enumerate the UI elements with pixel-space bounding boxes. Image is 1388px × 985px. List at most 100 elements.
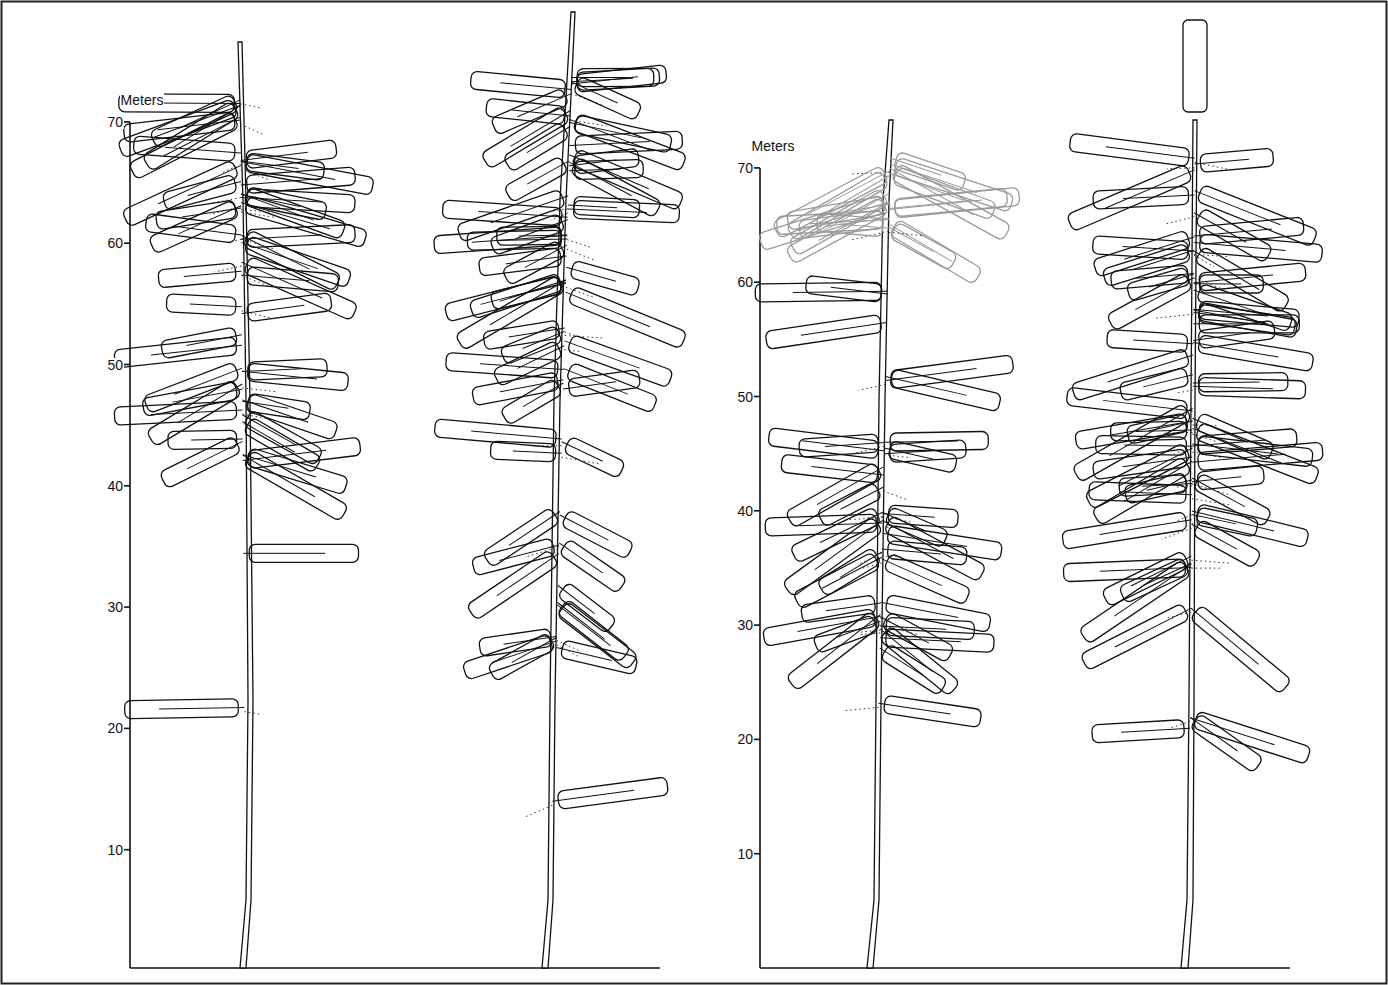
branch (567, 74, 642, 121)
axis-tick (124, 849, 130, 851)
branch (789, 186, 894, 256)
dead-branch (566, 287, 593, 297)
branch (551, 777, 668, 810)
axis-tick (124, 728, 130, 730)
branch (238, 234, 352, 288)
dead-branch (1175, 486, 1192, 487)
dead-branch (861, 630, 880, 632)
branch (813, 613, 884, 654)
branch (1190, 506, 1259, 537)
dead-branch (1192, 484, 1231, 495)
branch (1110, 265, 1194, 290)
axis-tick (124, 606, 130, 608)
branch (240, 152, 325, 181)
dead-branch (241, 210, 278, 213)
branch (1062, 511, 1194, 550)
axis-tick (124, 242, 130, 244)
branch (560, 360, 658, 413)
axis-tick (754, 281, 760, 283)
axis-value: 10 (736, 847, 754, 861)
branch (471, 371, 565, 406)
branch (122, 157, 245, 227)
branch (1102, 242, 1197, 287)
branch-rectangles (114, 65, 1324, 817)
branch (490, 86, 574, 136)
dead-branch (845, 707, 879, 710)
branch (1071, 346, 1196, 401)
branch (1072, 400, 1197, 482)
branch (483, 319, 566, 350)
branch (466, 546, 564, 620)
dead-branch (241, 275, 270, 287)
dead-branch (1167, 167, 1195, 169)
branch (1192, 320, 1276, 349)
axis-tick (124, 485, 130, 487)
branch (568, 148, 640, 174)
axes (124, 122, 1290, 968)
branch (240, 167, 356, 194)
branch (884, 219, 957, 271)
branch (490, 441, 562, 462)
dead-branch (557, 640, 581, 651)
axis-tick (754, 510, 760, 512)
branch (1192, 334, 1314, 372)
branch (159, 433, 246, 488)
branch (1194, 275, 1264, 293)
branch (125, 699, 245, 719)
dead-branch (561, 457, 600, 464)
branch (568, 196, 640, 218)
branch (445, 352, 564, 378)
branch (554, 639, 638, 675)
axis-value: 40 (106, 479, 124, 493)
branch (1066, 162, 1198, 232)
dead-branch (1194, 255, 1214, 267)
branch (1187, 709, 1311, 764)
axis-tick (754, 739, 760, 741)
branch (765, 314, 888, 350)
branch (487, 630, 561, 682)
branch (776, 211, 889, 235)
branch (471, 536, 561, 576)
branch (162, 173, 243, 211)
branch (879, 504, 949, 548)
branch (888, 187, 1020, 218)
branch (241, 392, 311, 420)
dead-branch (883, 491, 906, 499)
branch (455, 272, 571, 350)
branch (1193, 373, 1288, 392)
branch (1191, 466, 1265, 491)
branch (553, 578, 617, 633)
branch (799, 434, 885, 458)
branch (1194, 148, 1274, 173)
branch (1084, 440, 1196, 509)
branch (1193, 377, 1306, 399)
branch (1096, 436, 1193, 456)
axis-value: 50 (736, 390, 754, 404)
branch (884, 368, 1002, 412)
branch (881, 540, 967, 565)
branch (444, 274, 568, 322)
dead-branch (863, 563, 882, 568)
dead-branch (1195, 162, 1232, 170)
axis-value: 60 (736, 275, 754, 289)
dead-branch (847, 518, 883, 520)
dead-branch (557, 645, 578, 656)
branch (128, 109, 244, 180)
branch (504, 153, 574, 203)
axis-value: 30 (736, 618, 754, 632)
branch (479, 628, 558, 657)
branch (558, 434, 626, 479)
branch (886, 161, 1012, 242)
branch (145, 213, 243, 244)
axis-value: 40 (736, 504, 754, 518)
branch (238, 254, 358, 321)
axis-value: 50 (106, 358, 124, 372)
axis-title: Meters (751, 139, 796, 153)
dead-branch (241, 124, 265, 135)
branch (884, 355, 1014, 390)
branch (816, 213, 889, 237)
branch (569, 131, 683, 154)
branch (241, 362, 349, 391)
branch (567, 111, 687, 171)
